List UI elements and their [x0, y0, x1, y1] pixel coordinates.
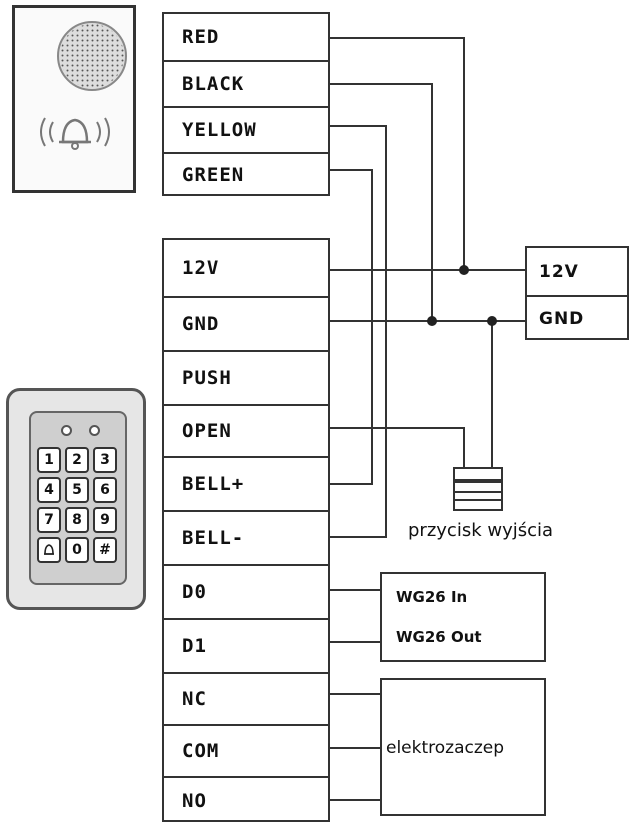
- terminal-no: NO: [164, 776, 328, 824]
- wg-in-label: WG26 In: [396, 588, 468, 606]
- terminal-open: OPEN: [164, 404, 328, 456]
- keypad-key: 4: [37, 477, 61, 503]
- terminal-push: PUSH: [164, 350, 328, 404]
- main-terminal-block: 12V GND PUSH OPEN BELL+ BELL- D0 D1 NC C…: [162, 238, 330, 822]
- terminal-com: COM: [164, 724, 328, 776]
- wire-open-exit: [330, 427, 465, 468]
- keypad-key: #: [93, 537, 117, 563]
- exit-button-label: przycisk wyjścia: [408, 520, 554, 541]
- terminal-d0: D0: [164, 564, 328, 618]
- junction-dot: [487, 316, 497, 326]
- keypad-key: 5: [65, 477, 89, 503]
- keypad-key: 1: [37, 447, 61, 473]
- doorbell-speaker-icon: [57, 21, 127, 91]
- wg-out-label: WG26 Out: [396, 628, 482, 646]
- led-icon: [89, 425, 100, 436]
- keypad-key: 6: [93, 477, 117, 503]
- psu-12v: 12V: [539, 261, 579, 282]
- terminal-red: RED: [182, 26, 220, 48]
- keypad-key: 3: [93, 447, 117, 473]
- junction-dot: [459, 265, 469, 275]
- terminal-green: GREEN: [164, 152, 328, 196]
- terminal-yellow: YELLOW: [164, 106, 328, 152]
- wire-black: [330, 83, 433, 321]
- wire-red: [330, 37, 465, 270]
- terminal-bell-minus: BELL-: [164, 510, 328, 564]
- terminal-black: BLACK: [164, 60, 328, 106]
- keypad-bell-key-icon: [37, 537, 61, 563]
- lock-label: elektrozaczep: [386, 738, 505, 758]
- bell-terminal-block: RED BLACK YELLOW GREEN: [162, 12, 330, 196]
- doorbell-unit: [12, 5, 136, 193]
- push-button-icon: [453, 467, 503, 511]
- wire-yellow: [330, 125, 387, 538]
- terminal-bell-plus: BELL+: [164, 456, 328, 510]
- psu-gnd: GND: [527, 295, 627, 340]
- led-icon: [61, 425, 72, 436]
- terminal-nc: NC: [164, 672, 328, 724]
- keypad-key: 9: [93, 507, 117, 533]
- lock-block: elektrozaczep: [380, 678, 546, 816]
- keypad-key: 7: [37, 507, 61, 533]
- bell-waves-icon: [40, 117, 110, 150]
- wires: [330, 37, 525, 801]
- terminal-gnd: GND: [164, 296, 328, 350]
- power-supply-block: 12V GND: [525, 246, 629, 340]
- junction-dot: [427, 316, 437, 326]
- terminal-12v: 12V: [182, 257, 220, 279]
- terminal-d1: D1: [164, 618, 328, 672]
- keypad-key: 8: [65, 507, 89, 533]
- keypad-key: 2: [65, 447, 89, 473]
- keypad-key: 0: [65, 537, 89, 563]
- wire-green: [330, 169, 373, 485]
- wiegand-block: WG26 In WG26 Out: [380, 572, 546, 662]
- junction-dots: [427, 265, 497, 326]
